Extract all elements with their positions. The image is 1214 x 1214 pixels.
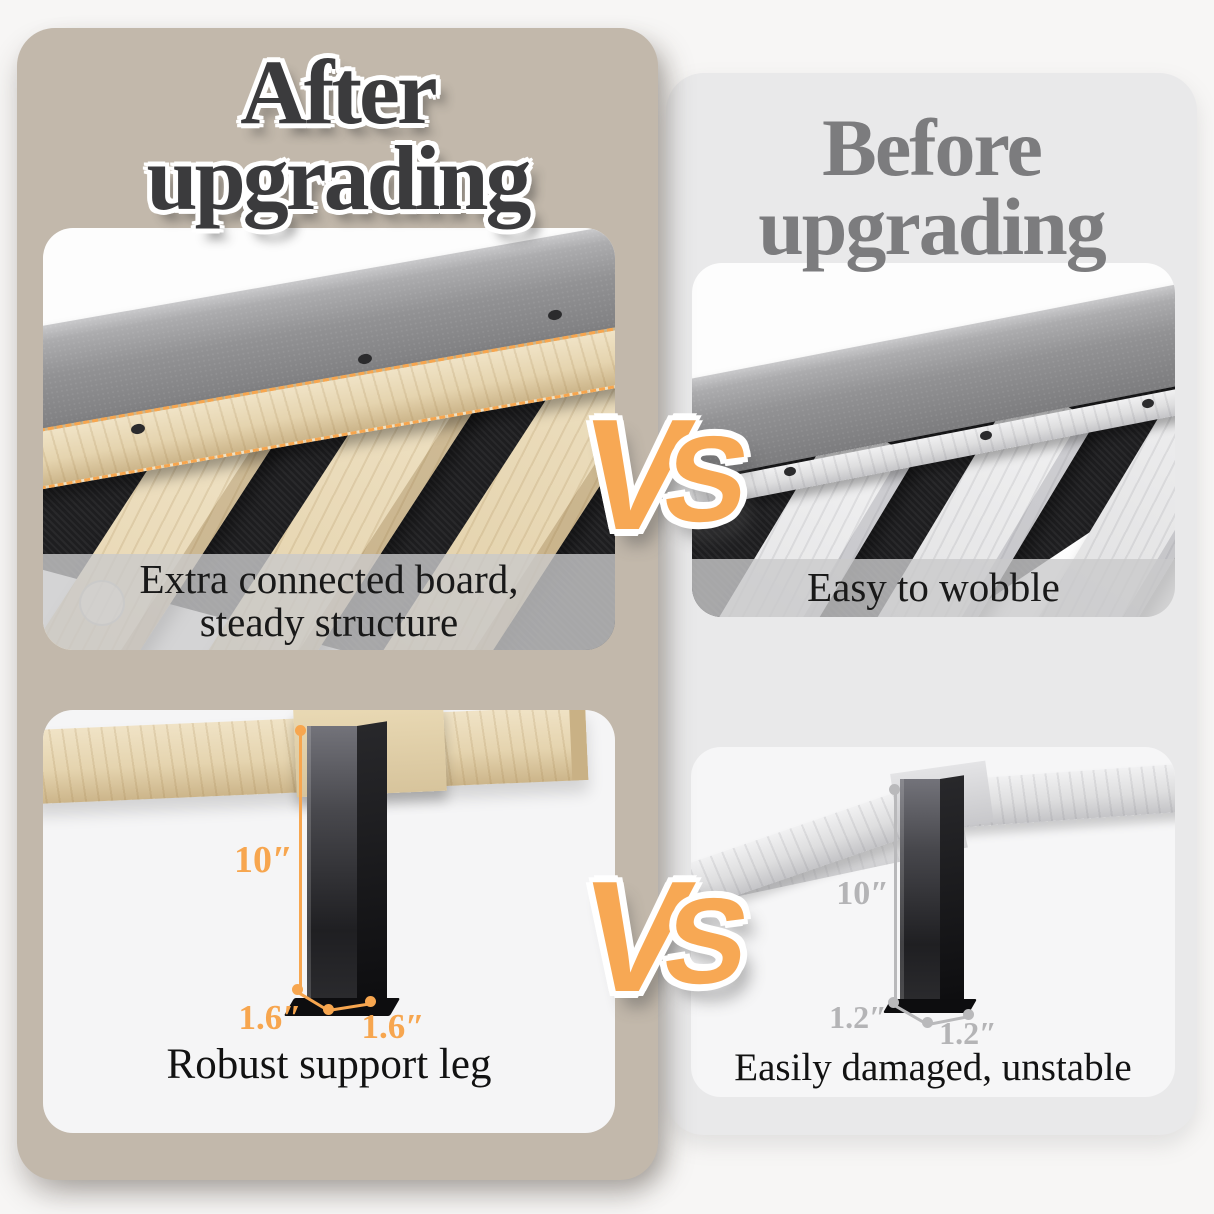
before-leg-photo: 10″ 1.2″ 1.2″ Easily damaged, unstable xyxy=(691,747,1175,1097)
vs-letter-s: S xyxy=(655,411,759,547)
before-upgrading-panel: Before upgrading Easy to wobble xyxy=(666,73,1197,1135)
before-title: Before upgrading xyxy=(666,102,1197,272)
dimension-dot xyxy=(922,1017,933,1028)
before-photo-caption-line1: Easy to wobble xyxy=(807,564,1060,610)
before-photo-caption: Easy to wobble xyxy=(692,559,1175,617)
dimension-dot xyxy=(365,996,376,1007)
support-leg-front-face xyxy=(900,779,940,1009)
support-leg-side-face xyxy=(940,775,964,1009)
dimension-dot xyxy=(888,997,899,1008)
support-leg-front-face xyxy=(307,726,357,1010)
support-leg xyxy=(900,775,964,1009)
vs-badge-bottom: V S xyxy=(569,849,758,1025)
before-leg-caption: Easily damaged, unstable xyxy=(734,1046,1132,1089)
after-photo-caption-line1: Extra connected board, xyxy=(139,556,519,602)
after-slats-photo: Extra connected board, steady structure xyxy=(43,228,615,650)
after-leg-caption: Robust support leg xyxy=(166,1041,492,1088)
after-photo-caption-line2: steady structure xyxy=(199,599,459,646)
before-title-line1: Before xyxy=(822,102,1043,193)
dimension-line-height xyxy=(894,791,897,1003)
after-title-line2: upgrading xyxy=(146,126,531,229)
after-upgrading-panel: After upgrading Extra connected board, s… xyxy=(17,28,658,1180)
after-title-line1: After xyxy=(240,41,437,143)
leg-width-label: 1.2″ xyxy=(829,999,887,1035)
after-title: After upgrading xyxy=(17,41,658,229)
leg-width-label: 1.6″ xyxy=(238,998,302,1037)
after-photo-caption: Extra connected board, steady structure xyxy=(43,554,615,650)
vs-letter-s: S xyxy=(655,873,759,1009)
dimension-dot xyxy=(292,984,303,995)
support-leg-side-face xyxy=(357,721,387,1010)
dimension-dot xyxy=(323,1004,334,1015)
leg-height-label: 10″ xyxy=(836,875,889,912)
leg-depth-label: 1.2″ xyxy=(939,1015,997,1051)
dimension-dot xyxy=(889,784,900,795)
before-slats-photo: Easy to wobble xyxy=(692,263,1175,617)
before-title-line2: upgrading xyxy=(758,180,1107,272)
support-leg xyxy=(307,721,387,1010)
dimension-line-height xyxy=(299,732,302,990)
vs-badge-top: V S xyxy=(569,387,758,563)
leg-depth-label: 1.6″ xyxy=(361,1007,425,1046)
after-leg-photo: 10″ 1.6″ 1.6″ Robust support leg xyxy=(43,710,615,1133)
leg-height-label: 10″ xyxy=(234,839,293,881)
dimension-dot xyxy=(963,1009,974,1020)
dimension-dot xyxy=(295,725,306,736)
